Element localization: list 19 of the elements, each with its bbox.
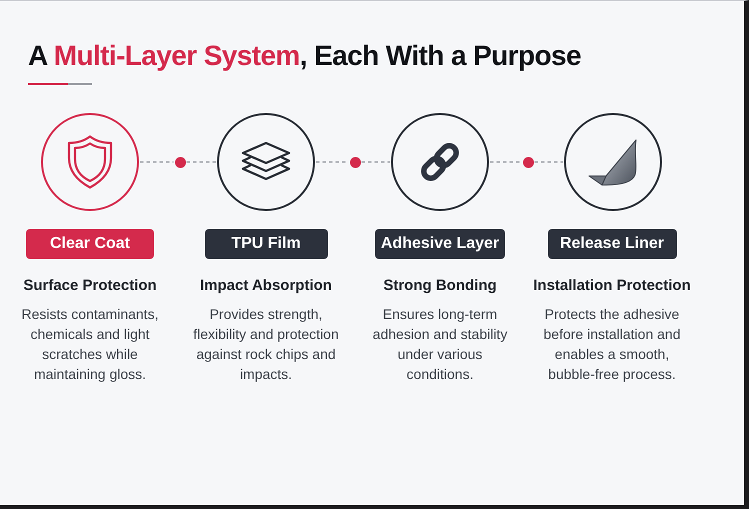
dashed-connector bbox=[490, 161, 522, 163]
dashed-connector bbox=[316, 161, 348, 163]
dashed-connector bbox=[140, 161, 174, 163]
benefit-heading: Installation Protection bbox=[533, 276, 691, 296]
dashed-connector bbox=[186, 161, 216, 163]
layer-tag: TPU Film bbox=[204, 229, 328, 259]
benefit-heading: Surface Protection bbox=[23, 276, 157, 296]
layer-tag: Clear Coat bbox=[26, 229, 154, 259]
description-text: Protects the adhesive before installation and enables a smooth, bubble-free process. bbox=[542, 305, 682, 384]
dashed-connector bbox=[534, 161, 563, 163]
benefit-heading: Impact Absorption bbox=[200, 276, 332, 296]
layer-tag: Release Liner bbox=[548, 229, 676, 259]
benefit-heading: Strong Bonding bbox=[383, 276, 497, 296]
description-text: Resists contaminants, chemicals and light scratches while maintaining gloss. bbox=[20, 305, 160, 384]
description-text: Ensures long-term adhesion and stability under various conditions. bbox=[372, 305, 508, 384]
layer-tag: Adhesive Layer bbox=[375, 229, 505, 259]
description-text: Provides strength, flexibility and protection against rock chips and impacts. bbox=[192, 305, 340, 384]
dashed-connector bbox=[362, 161, 390, 163]
title: A Multi-Layer System, Each With a Purpose bbox=[28, 39, 581, 73]
